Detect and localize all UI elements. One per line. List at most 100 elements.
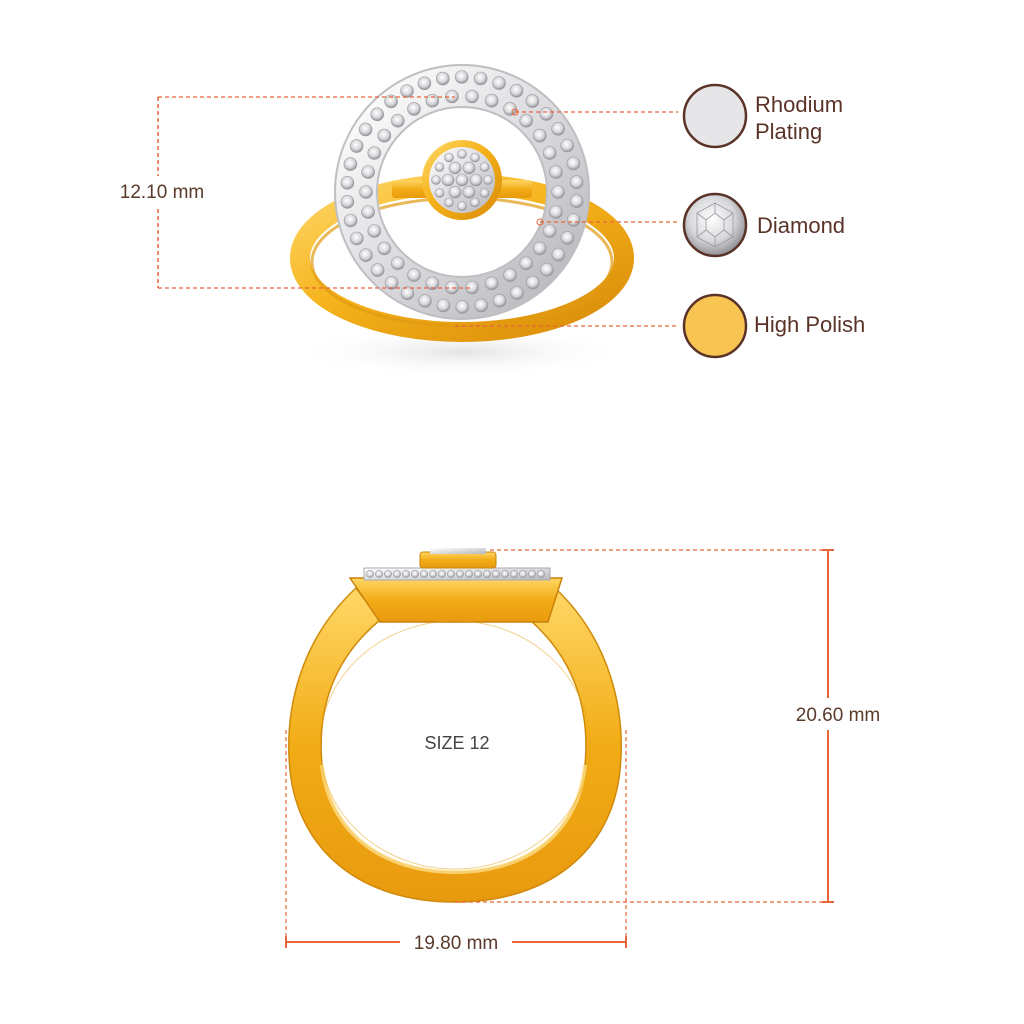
top-height-label: 12.10 mm: [120, 182, 204, 203]
diamond-stone: [393, 570, 401, 578]
diamond-stone: [420, 570, 428, 578]
diamond-stone: [436, 298, 451, 313]
diamond-stone: [566, 156, 581, 171]
diamond-stone: [384, 276, 399, 290]
legend-label-rhodium-line2: Plating: [755, 119, 822, 144]
diamond-stone: [483, 570, 491, 578]
diamond-stone: [429, 570, 437, 578]
side-diamonds: [366, 570, 545, 578]
diamond-stone: [441, 173, 455, 187]
diamond-stone: [569, 175, 584, 189]
diamond-stone: [434, 162, 445, 172]
ring-top-view: [290, 64, 634, 378]
diamond-stone: [359, 248, 373, 262]
diamond-stone: [465, 570, 473, 578]
diamond-stone: [377, 128, 392, 143]
diamond-stone: [400, 286, 415, 301]
diamond-stone: [519, 113, 534, 128]
diamond-stone: [455, 300, 470, 314]
diamond-stone: [366, 570, 374, 578]
diamond-stone: [551, 185, 565, 199]
diamond-stone: [462, 185, 476, 199]
ring-shadow: [292, 326, 632, 378]
diamond-stone: [457, 149, 467, 159]
diamond-stone: [501, 570, 509, 578]
diamond-stone: [566, 213, 581, 227]
diamond-stone: [492, 76, 506, 90]
width-dimension: 19.80 mm: [285, 730, 627, 958]
diamond-stone: [542, 224, 557, 238]
height-dimension-side: 20.60 mm: [455, 549, 880, 903]
diamond-stone: [390, 256, 405, 271]
diamond-stone: [457, 201, 467, 211]
diamond-stone: [528, 570, 536, 578]
diamond-stone: [560, 231, 575, 245]
diamond-stone: [448, 185, 462, 199]
diamond-stone: [532, 241, 547, 256]
diamond-stone: [340, 176, 355, 190]
diamond-stone: [492, 293, 507, 308]
legend-leaders: [455, 108, 678, 327]
diamond-stone: [537, 570, 545, 578]
diamond-stone: [349, 139, 364, 153]
legend-item-high-polish: High Polish: [682, 293, 865, 359]
diamond-stone: [519, 256, 534, 271]
rhodium-halo: [335, 65, 589, 319]
diamond-stone: [492, 570, 500, 578]
diamond-stone: [456, 570, 464, 578]
diamond-stone: [484, 93, 499, 108]
diamond-stone: [519, 570, 527, 578]
gold-swatch: [682, 293, 748, 359]
diamond-stone: [474, 298, 489, 313]
diamond-stone: [448, 161, 462, 175]
diamond-stone: [370, 107, 385, 122]
diamond-stone: [526, 275, 540, 290]
diamond-stone: [473, 71, 488, 86]
diamond-stone: [435, 71, 450, 86]
diamond-stone: [359, 185, 373, 199]
diamond-stone: [407, 102, 421, 116]
diamond-stone: [509, 83, 524, 98]
legend-label-diamond: Diamond: [757, 213, 845, 238]
diamond-stone: [402, 570, 410, 578]
diamond-stone: [400, 84, 414, 98]
diamond-stone: [438, 570, 446, 578]
diamond-stone: [361, 205, 375, 219]
diamond-stone: [434, 188, 445, 198]
diamond-stone: [444, 152, 454, 163]
diamond-stone: [361, 165, 375, 179]
ring-side-view: [288, 548, 622, 903]
diamond-stone: [418, 294, 432, 308]
diamond-stone: [343, 157, 358, 171]
legend: Rhodium Plating Diamond High Polish: [682, 83, 865, 359]
diamond-stone: [549, 165, 563, 179]
diamond-stone: [549, 205, 563, 219]
diamond-stone: [384, 570, 392, 578]
diamond-stone: [375, 570, 383, 578]
diamond-stone: [542, 146, 557, 160]
diamond-stone: [462, 161, 476, 175]
diamond-stone: [431, 175, 441, 185]
diamond-stone: [539, 262, 554, 277]
diamond-stone: [367, 146, 382, 160]
legend-label-high-polish: High Polish: [754, 312, 865, 337]
diamond-stone: [479, 188, 490, 198]
diamond-stone: [454, 70, 469, 84]
diamond-stone: [525, 94, 540, 108]
height-dimension-top: 12.10 mm: [108, 96, 470, 289]
width-label: 19.80 mm: [414, 933, 498, 954]
diamond-stone: [510, 286, 524, 300]
diamond-stone: [349, 231, 364, 246]
diamond-stone: [425, 93, 440, 108]
diamond-stone: [474, 570, 482, 578]
legend-item-rhodium: Rhodium Plating: [682, 83, 843, 149]
diamond-stone: [539, 107, 554, 121]
diamond-stone: [417, 76, 432, 91]
diamond-stone: [370, 263, 385, 277]
legend-label-rhodium-line1: Rhodium: [755, 92, 843, 117]
diamond-stone: [390, 113, 405, 128]
diamond-stone: [569, 194, 584, 208]
diamond-stone: [551, 247, 566, 262]
